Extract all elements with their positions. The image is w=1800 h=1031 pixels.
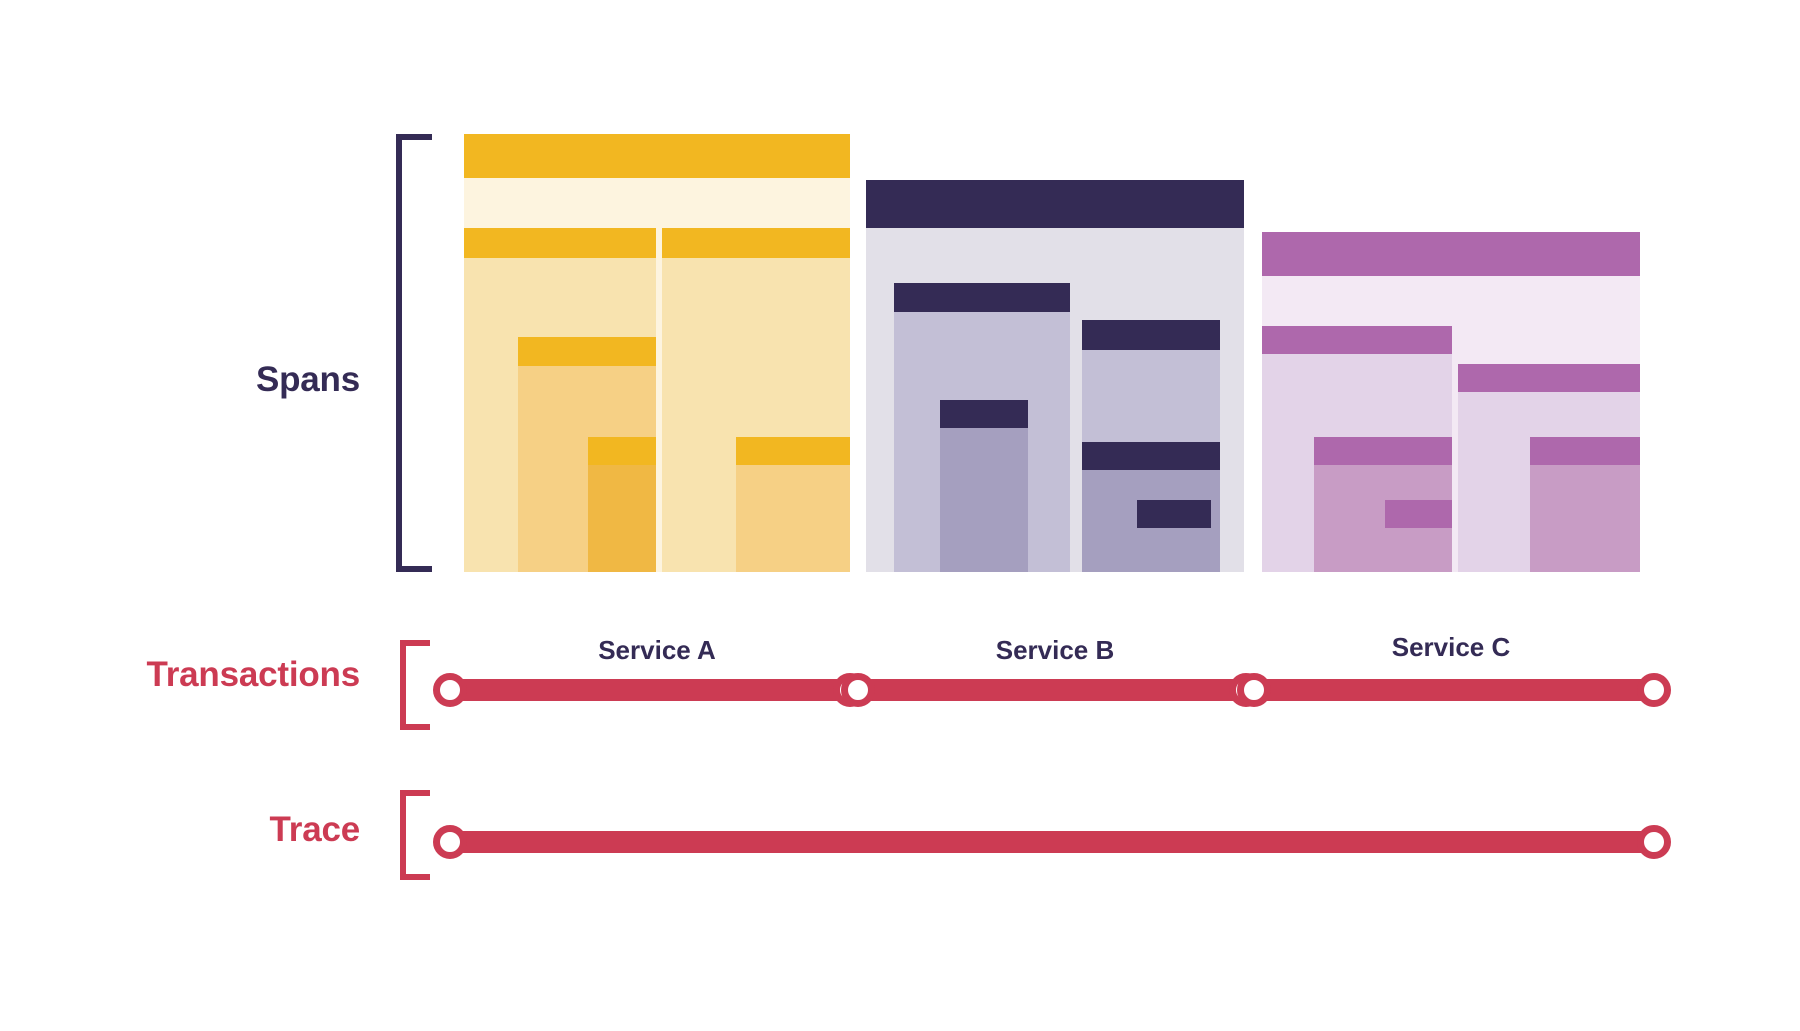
span-bar-header xyxy=(1082,320,1220,350)
trace-row-label: Trace xyxy=(269,810,361,849)
span-bar-header xyxy=(894,283,1070,312)
span-bar-header xyxy=(736,437,850,465)
transaction-service-a-start-node[interactable] xyxy=(433,673,467,707)
trace-bracket xyxy=(400,790,430,880)
trace-span-bar[interactable] xyxy=(450,831,1654,853)
span-bar-header xyxy=(464,134,850,178)
transactions-row-label: Transactions xyxy=(146,655,360,694)
transaction-service-b-start-node[interactable] xyxy=(841,673,875,707)
trace-span-end-node[interactable] xyxy=(1637,825,1671,859)
service-caption-a: Service A xyxy=(598,635,716,665)
spans-bracket xyxy=(396,134,432,572)
span-bar-header xyxy=(866,180,1244,228)
span-bar[interactable] xyxy=(1137,500,1211,572)
span-bar-header xyxy=(1530,437,1640,465)
span-bar-header xyxy=(940,400,1028,428)
span-bar[interactable] xyxy=(736,437,850,572)
transactions-bracket xyxy=(400,640,430,730)
transaction-service-c-end-node[interactable] xyxy=(1637,673,1671,707)
span-bar-header xyxy=(464,228,656,258)
span-bar-header xyxy=(1082,442,1220,470)
span-bar-header xyxy=(1262,232,1640,276)
service-group-service-b xyxy=(866,180,1244,572)
span-bar[interactable] xyxy=(1530,437,1640,572)
span-bar[interactable] xyxy=(588,437,656,572)
transaction-service-a-bar[interactable] xyxy=(450,679,850,701)
span-bar[interactable] xyxy=(1385,500,1452,572)
spans-row-label: Spans xyxy=(255,360,360,399)
spans-waterfall xyxy=(464,134,1640,572)
span-bar-header xyxy=(1137,500,1211,528)
trace-timeline xyxy=(0,812,1800,872)
span-bar-header xyxy=(1385,500,1452,528)
transaction-service-c-bar[interactable] xyxy=(1254,679,1654,701)
span-bar-header xyxy=(662,228,850,258)
transaction-service-c-start-node[interactable] xyxy=(1237,673,1271,707)
span-bar-header xyxy=(1262,326,1452,354)
service-group-service-c xyxy=(1262,232,1640,572)
service-caption-b: Service B xyxy=(995,635,1115,665)
span-bar-header xyxy=(1458,364,1640,392)
transaction-service-b-bar[interactable] xyxy=(858,679,1246,701)
span-bar[interactable] xyxy=(940,400,1028,572)
service-caption-c: Service C xyxy=(1391,632,1511,662)
span-bar-header xyxy=(1314,437,1452,465)
span-bar-header xyxy=(588,437,656,465)
span-bar-header xyxy=(518,337,656,366)
trace-span-start-node[interactable] xyxy=(433,825,467,859)
service-group-service-a xyxy=(464,134,850,572)
transactions-timeline xyxy=(0,660,1800,720)
